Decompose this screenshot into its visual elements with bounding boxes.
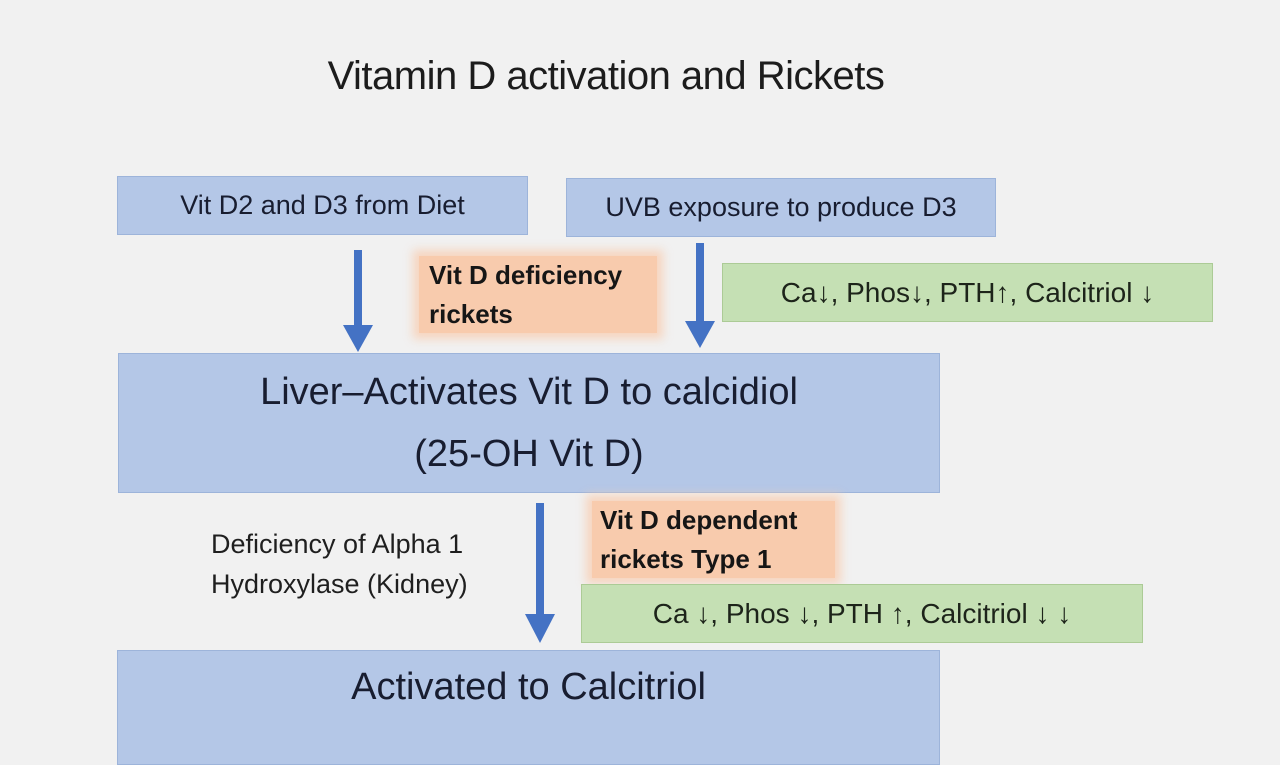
callout-vit-d-deficiency-rickets-line2: rickets: [429, 298, 513, 329]
node-activated-calcitriol: Activated to Calcitriol: [117, 650, 940, 765]
callout-vit-d-dependent-rickets: Vit D dependent rickets Type 1: [592, 501, 835, 578]
arrow-shaft: [354, 250, 362, 329]
callout-vit-d-dependent-rickets-line2: rickets Type 1: [600, 543, 772, 574]
node-uvb-exposure-label: UVB exposure to produce D3: [605, 192, 957, 222]
node-activated-calcitriol-label: Activated to Calcitriol: [351, 666, 706, 708]
node-liver-calcidiol-line1: Liver–Activates Vit D to calcidiol: [260, 371, 798, 413]
arrow-head: [343, 325, 373, 352]
arrow-diet-to-liver-icon: [343, 250, 373, 352]
arrow-head: [685, 321, 715, 348]
node-liver-calcidiol-line2: (25-OH Vit D): [414, 433, 644, 475]
node-vit-d2-d3-diet-label: Vit D2 and D3 from Diet: [180, 190, 465, 220]
labs-vit-d-dependent-label: Ca ↓, Phos ↓, PTH ↑, Calcitriol ↓ ↓: [652, 597, 1072, 629]
label-alpha1-hydroxylase-deficiency-line1: Deficiency of Alpha 1: [211, 529, 464, 559]
label-alpha1-hydroxylase-deficiency: Deficiency of Alpha 1 Hydroxylase (Kidne…: [211, 524, 468, 604]
labs-vit-d-deficiency: Ca↓, Phos↓, PTH↑, Calcitriol ↓: [722, 263, 1213, 322]
slide-canvas: Vitamin D activation and Rickets Vit D2 …: [117, 54, 1213, 765]
callout-vit-d-dependent-rickets-line1: Vit D dependent: [600, 504, 798, 535]
arrow-shaft: [696, 243, 704, 325]
arrow-liver-to-calcitriol-icon: [525, 503, 555, 643]
callout-vit-d-deficiency-rickets: Vit D deficiency rickets: [419, 256, 657, 333]
node-vit-d2-d3-diet: Vit D2 and D3 from Diet: [117, 176, 528, 235]
diagram-title: Vitamin D activation and Rickets: [327, 54, 885, 98]
arrow-head: [525, 614, 555, 643]
labs-vit-d-dependent: Ca ↓, Phos ↓, PTH ↑, Calcitriol ↓ ↓: [581, 584, 1143, 643]
arrow-uvb-to-liver-icon: [685, 243, 715, 348]
callout-vit-d-deficiency-rickets-line1: Vit D deficiency: [429, 259, 623, 290]
label-alpha1-hydroxylase-deficiency-line2: Hydroxylase (Kidney): [211, 569, 468, 599]
node-liver-calcidiol: Liver–Activates Vit D to calcidiol (25-O…: [118, 353, 940, 493]
node-uvb-exposure: UVB exposure to produce D3: [566, 178, 996, 237]
labs-vit-d-deficiency-label: Ca↓, Phos↓, PTH↑, Calcitriol ↓: [780, 276, 1155, 308]
arrow-shaft: [536, 503, 544, 618]
